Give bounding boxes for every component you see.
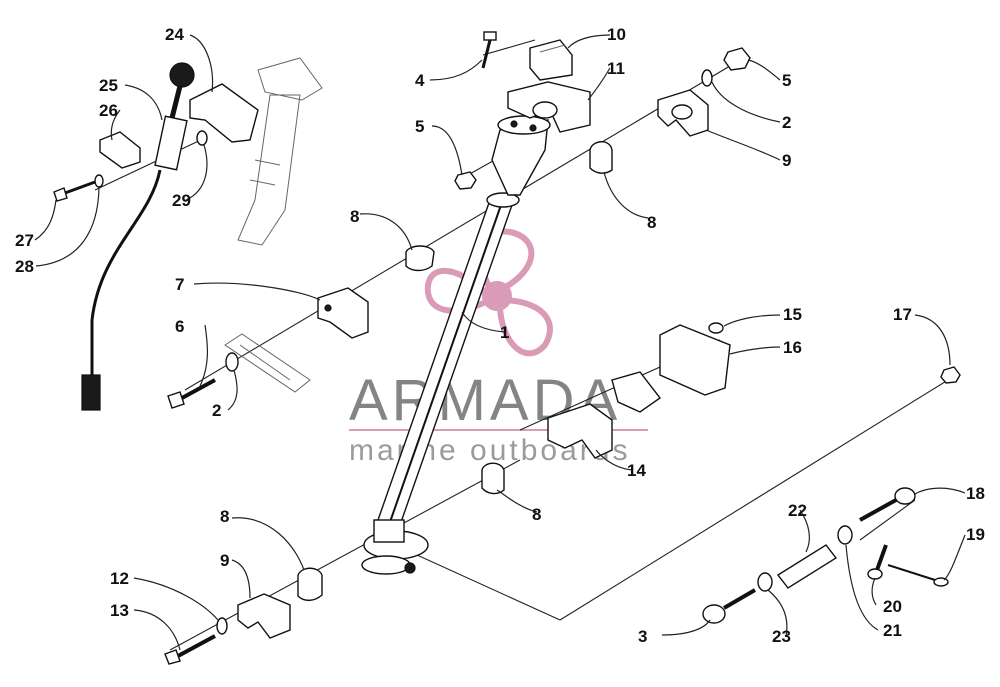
callout-20: 20 xyxy=(883,597,902,616)
cotter-pin-part-19 xyxy=(887,564,949,587)
column-bracket xyxy=(237,57,323,246)
callout-24: 24 xyxy=(165,25,184,44)
washer-part-12 xyxy=(216,617,228,635)
callout-25: 25 xyxy=(99,76,118,95)
callout-21: 21 xyxy=(883,621,902,640)
clip-part-26 xyxy=(99,131,141,169)
callout-3: 3 xyxy=(638,627,647,646)
washer-part-2-left xyxy=(225,352,239,372)
nut-part-23 xyxy=(757,572,773,592)
callout-13: 13 xyxy=(110,601,129,620)
assembly-axes xyxy=(94,39,949,651)
callout-14: 14 xyxy=(627,461,646,480)
steering-shaft xyxy=(361,192,520,575)
bushing-part-8-c xyxy=(481,462,505,495)
callout-15: 15 xyxy=(783,305,802,324)
callout-8-d: 8 xyxy=(220,507,229,526)
bushing-part-8-a xyxy=(589,141,613,174)
callout-5-upper: 5 xyxy=(782,71,791,90)
washer-part-2-upper xyxy=(701,69,713,87)
callout-9-lower: 9 xyxy=(220,551,229,570)
control-cable xyxy=(81,169,162,411)
bushing-part-8-d xyxy=(297,567,323,602)
bracket-plate xyxy=(224,333,311,393)
callout-12: 12 xyxy=(110,569,129,588)
callout-19: 19 xyxy=(966,525,985,544)
callout-9-upper: 9 xyxy=(782,151,791,170)
bolt-part-4 xyxy=(481,31,497,69)
bolt-part-20 xyxy=(867,544,888,580)
callout-6: 6 xyxy=(175,317,184,336)
nut-part-21 xyxy=(837,525,853,545)
clamp-part-10 xyxy=(529,39,573,81)
callout-numbers: 1 2 2 3 4 5 5 6 7 8 8 8 8 9 9 10 11 12 1… xyxy=(15,25,985,646)
callout-1: 1 xyxy=(500,323,509,342)
clamp-part-11 xyxy=(507,81,591,133)
rod-end-part-3 xyxy=(702,588,757,624)
callout-22: 22 xyxy=(788,501,807,520)
nut-part-15 xyxy=(708,322,724,334)
bracket-part-24 xyxy=(189,83,259,143)
upper-mount xyxy=(491,115,551,196)
callout-29: 29 xyxy=(172,191,191,210)
clamp-part-14 xyxy=(547,403,613,459)
callout-17: 17 xyxy=(893,305,912,324)
nut-part-5-upper xyxy=(723,47,751,71)
callout-7: 7 xyxy=(175,275,184,294)
callout-28: 28 xyxy=(15,257,34,276)
clamp-part-9-upper xyxy=(657,89,709,137)
callout-18: 18 xyxy=(966,484,985,503)
choke-knob-part-25 xyxy=(154,62,195,171)
tab-bracket xyxy=(611,371,662,413)
clamp-part-9-lower xyxy=(237,593,291,639)
callout-4: 4 xyxy=(415,71,425,90)
callout-23: 23 xyxy=(772,627,791,646)
callout-8-b: 8 xyxy=(647,213,656,232)
callout-10: 10 xyxy=(607,25,626,44)
bolt-part-6 xyxy=(167,378,216,409)
screw-part-27 xyxy=(53,180,96,202)
callout-26: 26 xyxy=(99,101,118,120)
rod-end-part-18 xyxy=(859,487,916,522)
callout-8-a: 8 xyxy=(350,207,359,226)
callout-11: 11 xyxy=(607,59,625,78)
tube-part-22 xyxy=(776,544,838,589)
callout-2-upper: 2 xyxy=(782,113,791,132)
leader-lines xyxy=(34,34,966,651)
plate-part-16 xyxy=(659,324,731,396)
nut-part-5-left xyxy=(454,171,477,190)
callout-2-left: 2 xyxy=(212,401,221,420)
nut-part-17 xyxy=(940,366,961,384)
callout-8-c: 8 xyxy=(532,505,541,524)
bolt-part-13 xyxy=(164,634,216,665)
washer-part-28 xyxy=(94,174,104,188)
callout-27: 27 xyxy=(15,231,34,250)
callout-5-left: 5 xyxy=(415,117,424,136)
bushing-part-8-b xyxy=(405,245,435,272)
callout-16: 16 xyxy=(783,338,802,357)
clamp-part-7 xyxy=(317,287,369,339)
washer-part-29 xyxy=(196,130,208,146)
